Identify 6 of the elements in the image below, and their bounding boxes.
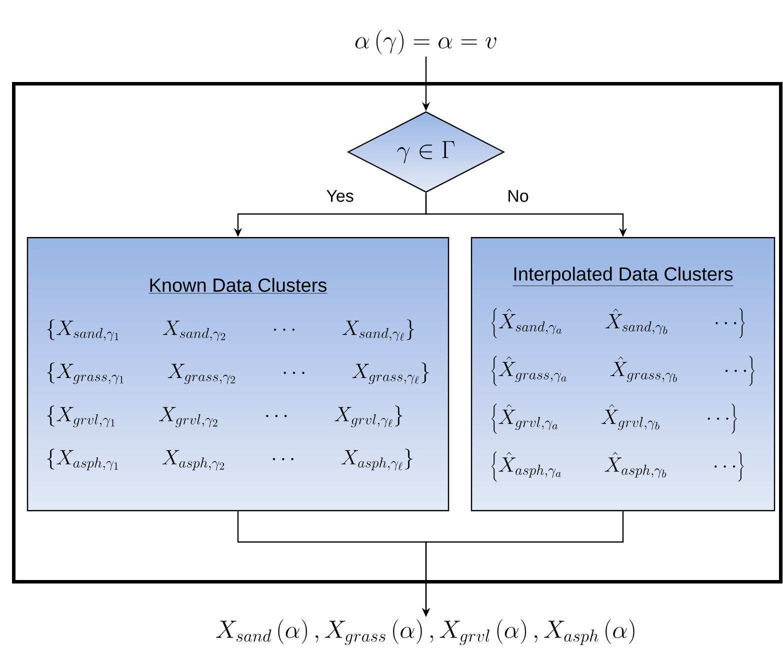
cluster-box: Interpolated Data Clusters $\left\{\hat{X}_{sand,\gamma_a}\qquad\hat{X}_{sand,\gamma_b}\qquad\cdots\right\}$ $\left\{\hat{X}_{grass,\gamma_a}\qquad\hat{X}_{grass,\gamma_b}\qquad\cdots\right\}$ $\left\{\hat{X}_{grvl,\gamma_a}\qquad\hat{X}_{grvl,\gamma_b}\qquad\cdots\right\}$ $\left\{\hat{X}_{asph,\gamma_a}\qquad\hat{X}_{asph,\gamma_b}\qquad\cdots\right\}$ xyxy=(470,237,776,512)
cluster-box: Known Data Clusters $\left\{X_{sand,\gamma_1}\qquad X_{sand,\gamma_2}\qquad\cdots\qquad X_{sand,\gamma_\ell}\right\}$ $\left\{X_{grass,\gamma_1}\qquad X_{grass,\gamma_2}\qquad\cdots\qquad X_{grass,\gamma_\ell}\right\}$ $\left\{X_{grvl,\gamma_1}\qquad X_{grvl,\gamma_2}\qquad\cdots\qquad X_{grvl,\gamma_\ell}\right\}$ $\left\{X_{asph,\gamma_1}\qquad X_{asph,\gamma_2}\qquad\cdots\qquad X_{asph,\gamma_\ell}\right\}$ xyxy=(26,237,450,512)
edge-label: No xyxy=(506,189,530,203)
formula-text: $X_{sand}\left(\alpha\right),X_{grass}\left(\alpha\right),X_{grvl}\left(\alpha\right),X_{asph}\left(\alpha\right)$ xyxy=(216,619,634,646)
formula-text: $\alpha\left(\gamma\right)=\alpha=v$ xyxy=(355,30,496,54)
frame-box xyxy=(12,82,783,584)
